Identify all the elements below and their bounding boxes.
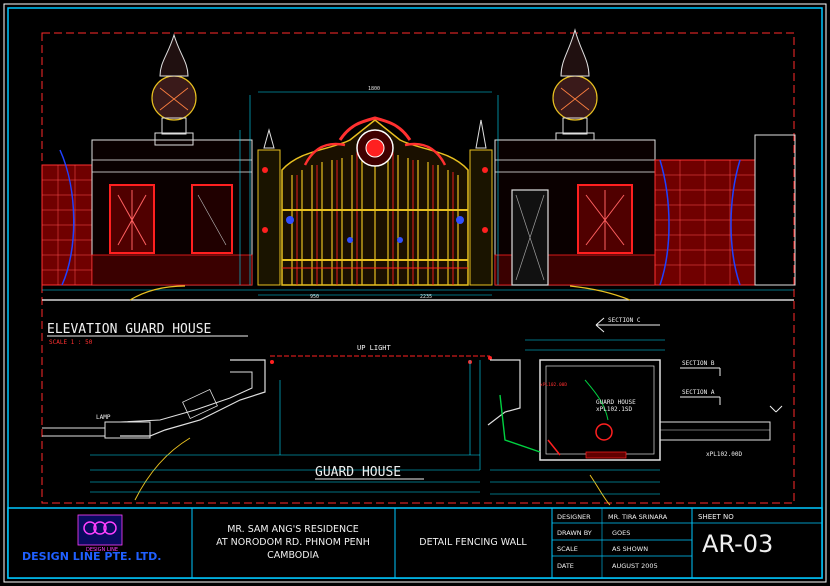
drawing-title: DETAIL FENCING WALL [419,537,527,548]
elevation-scale: SCALE 1 : 50 [49,339,93,346]
designer-label: DESIGNER [557,513,591,521]
sheet-no-label: SHEET NO [698,513,734,521]
up-light-label: UP LIGHT [357,344,392,352]
pl-code-small: xPL102.00D [540,382,567,388]
ornamental-gate [262,116,488,286]
inner-frame [7,7,823,579]
plan-view: UP LIGHT LAMP GUARD HOUSE xPL102.1SD xPL… [42,317,783,506]
drawn-by-value: GOES [612,529,630,537]
pl-code-right: xPL102.00D [706,451,743,458]
left-pillar [154,132,194,146]
project-line-1: MR. SAM ANG'S RESIDENCE [227,524,359,535]
outer-frame [3,3,827,583]
section-c-label: SECTION C [608,317,641,324]
designer-value: MR. TIRA SRINARA [608,513,668,521]
scale-label: SCALE [557,545,578,553]
elevation-view: 1800 950 2235 [41,28,796,301]
plan-title: GUARD HOUSE [315,465,401,480]
elevation-title: ELEVATION GUARD HOUSE [47,322,211,337]
guard-house-emblem [595,423,613,441]
project-line-3: CAMBODIA [267,550,319,561]
left-lantern [151,75,197,121]
gate-post-left [257,149,281,286]
guard-house-note: GUARD HOUSE [596,399,636,406]
gate-post-right [469,149,493,286]
company-logo [77,514,123,546]
guard-house-plan [539,359,661,461]
svg-text:1800: 1800 [368,86,380,92]
right-lantern [552,75,598,121]
scale-value: AS SHOWN [612,545,648,553]
lamp-label: LAMP [96,414,111,421]
svg-text:950: 950 [310,294,319,300]
date-label: DATE [557,562,574,570]
company-sub: DESIGN LINE [86,547,118,553]
section-a-label: SECTION A [682,389,715,396]
date-value: AUGUST 2005 [612,562,658,570]
sheet-number: AR-03 [702,530,773,558]
section-b-label: SECTION B [682,360,715,367]
company-name: DESIGN LINE PTE. LTD. [22,550,161,563]
project-line-2: AT NORODOM RD. PHNOM PENH [216,537,370,548]
guard-house-code: xPL102.1SD [596,406,633,413]
svg-text:2235: 2235 [420,294,432,300]
title-block: DESIGN LINE DESIGN LINE PTE. LTD. MR. SA… [7,507,823,579]
drawn-by-label: DRAWN BY [557,529,592,537]
